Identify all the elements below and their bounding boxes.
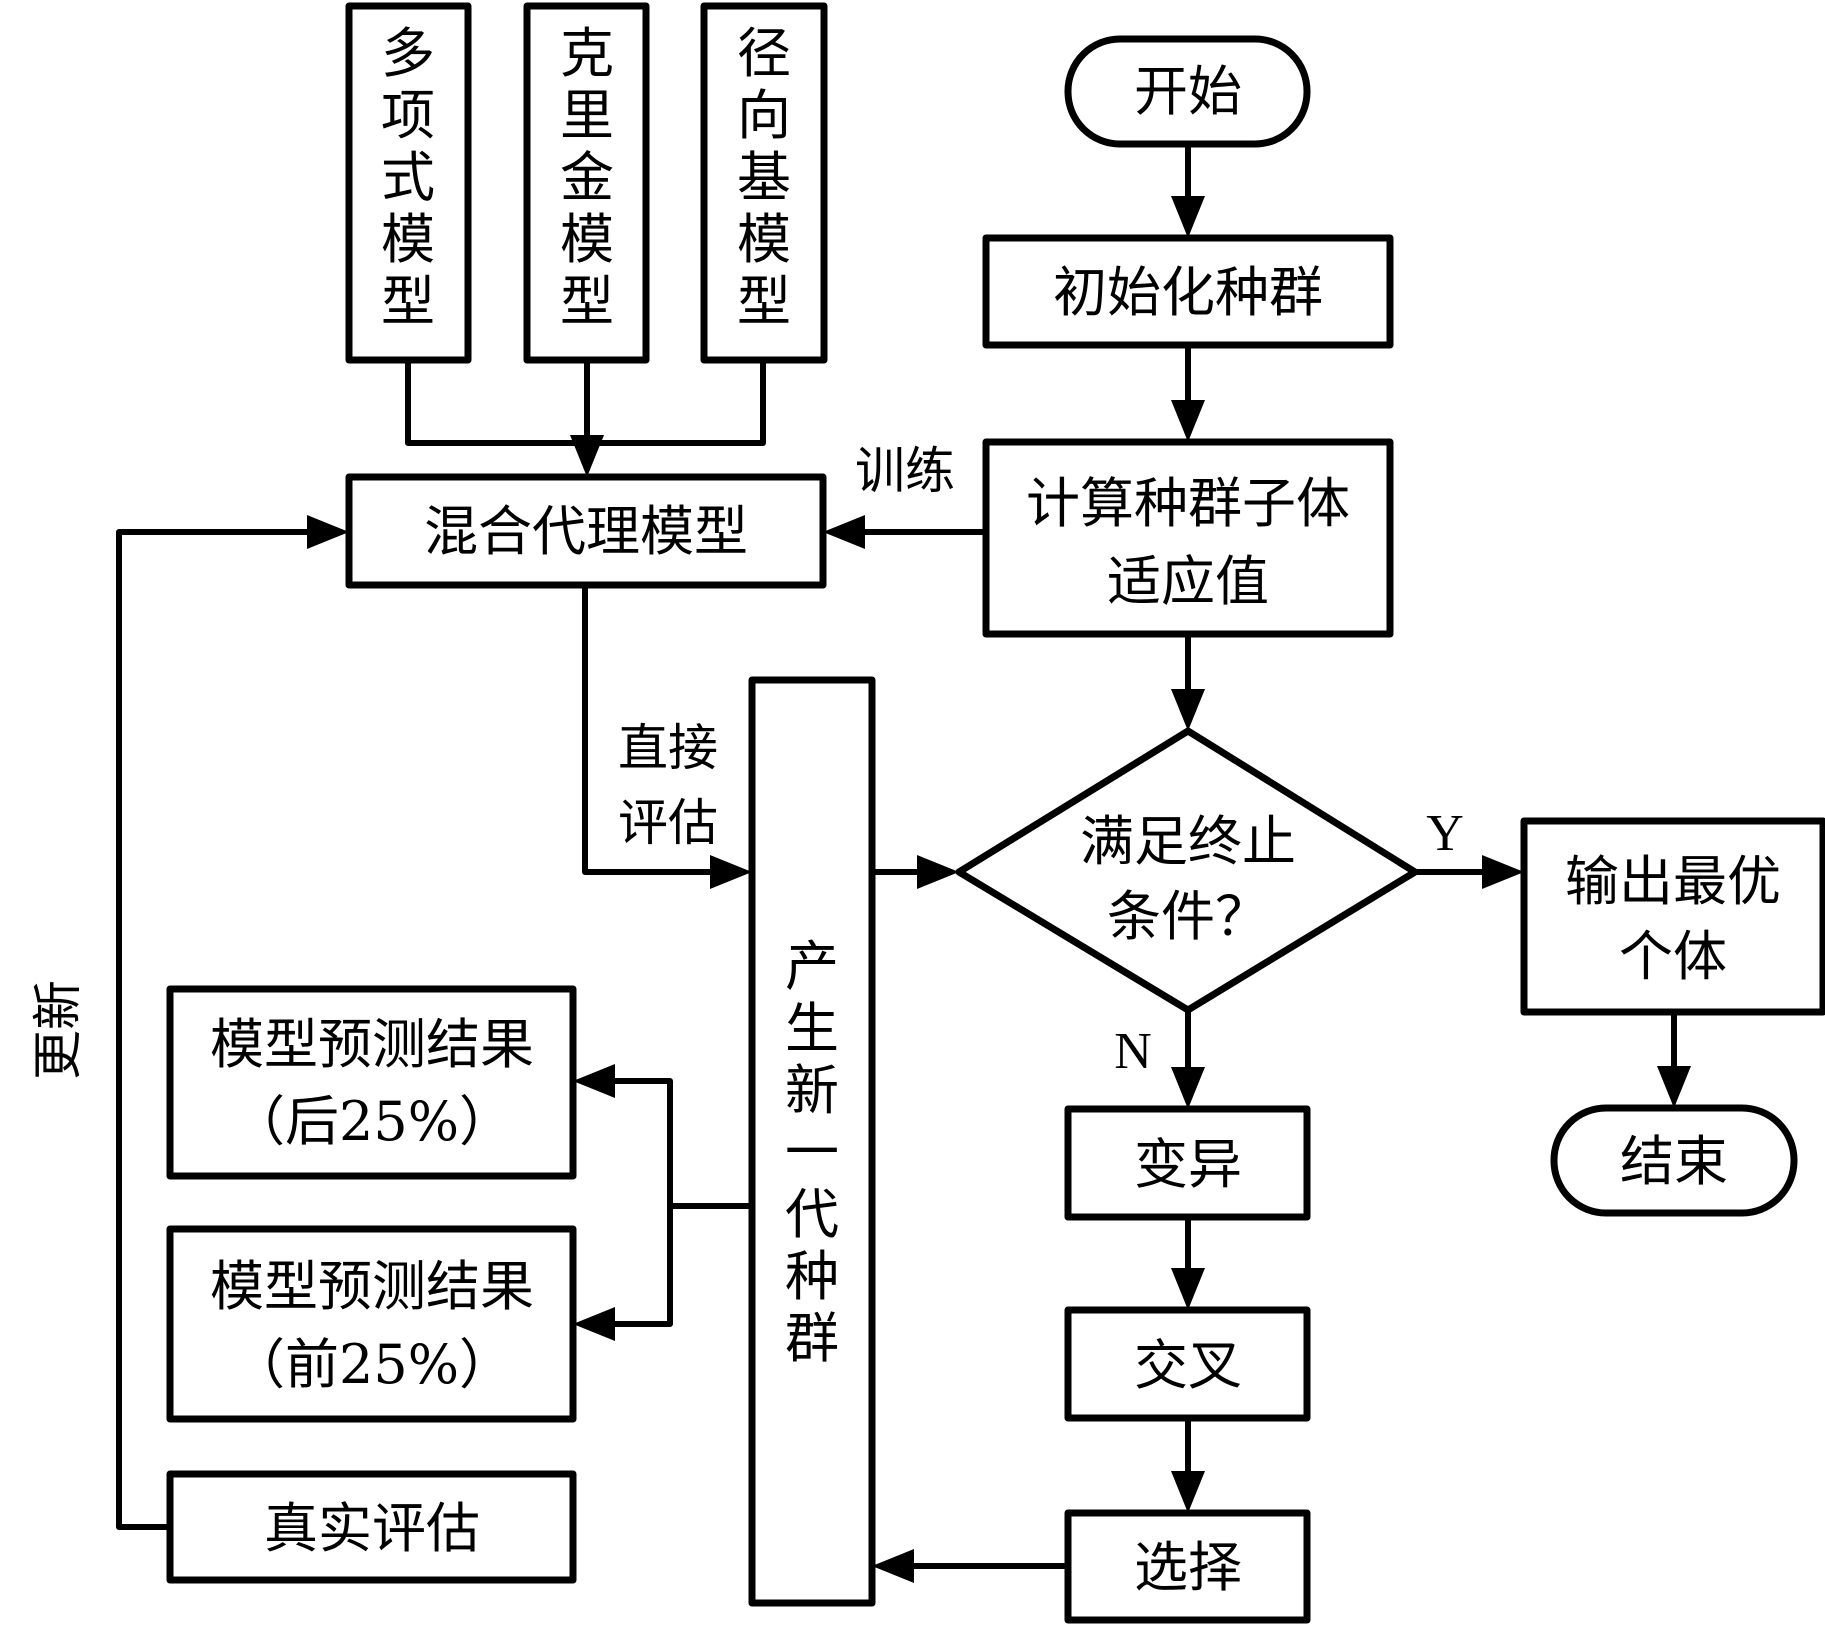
node-label: 条件？ [1107, 885, 1269, 948]
label-char: 生 [785, 997, 839, 1060]
node-crossover: 交叉 [1064, 1306, 1311, 1422]
edge-label-yes: Y [1426, 805, 1464, 862]
label-char: 模 [381, 208, 435, 271]
edge-selection-to-newgen [872, 1549, 1068, 1583]
node-selection: 选择 [1064, 1509, 1311, 1624]
label-char: 群 [785, 1307, 839, 1370]
node-init-population: 初始化种群 [982, 234, 1394, 349]
label-char: 里 [560, 84, 614, 147]
label-char: 式 [381, 146, 435, 209]
node-hybrid-model: 混合代理模型 [345, 473, 827, 589]
node-label: 多项式模型 [381, 22, 435, 333]
node-label: 变异 [1134, 1133, 1242, 1196]
node-label: 计算种群子体 [1026, 472, 1350, 535]
node-compute-fitness: 计算种群子体 适应值 [982, 438, 1394, 638]
arrowhead-icon [1171, 689, 1205, 731]
label-char: 克 [560, 22, 614, 85]
edge-fitness-to-check [1171, 634, 1205, 731]
label-char: 型 [381, 270, 435, 333]
node-mutation: 变异 [1064, 1105, 1311, 1221]
arrowhead-icon [823, 515, 865, 549]
edge-label-update: 更新 [29, 980, 87, 1080]
node-label: 交叉 [1134, 1334, 1242, 1397]
node-label: 满足终止 [1080, 810, 1296, 873]
edge-init-to-fitness [1171, 345, 1205, 442]
node-start: 开始 [1064, 35, 1311, 148]
edge-check-to-output [1415, 855, 1524, 889]
node-label: 初始化种群 [1053, 261, 1323, 324]
node-kriging-model: 克里金模型 [523, 2, 650, 364]
edge-realeval-to-hybrid [116, 515, 349, 1530]
label-char: 一 [785, 1121, 839, 1184]
node-prediction-top: 模型预测结果 （前25%） [166, 1225, 577, 1423]
edge-label-train: 训练 [855, 442, 955, 500]
arrowhead-icon [872, 1549, 914, 1583]
arrowhead-icon [1171, 1471, 1205, 1513]
node-label: 模型预测结果 [210, 1013, 534, 1076]
node-prediction-bottom: 模型预测结果 （后25%） [166, 985, 577, 1180]
node-label: 选择 [1134, 1536, 1242, 1599]
edge-newgen-to-check [872, 855, 959, 889]
node-new-generation: 产生新一代种群 [748, 676, 876, 1607]
label-char: 型 [737, 270, 791, 333]
label-char: 向 [737, 84, 791, 147]
label-char: 模 [560, 208, 614, 271]
node-label: 混合代理模型 [424, 500, 748, 563]
node-terminate-check: 满足终止 条件？ [955, 727, 1419, 1014]
node-label: 输出最优 [1565, 850, 1781, 913]
label-char: 径 [737, 22, 791, 85]
node-rbf-model: 径向基模型 [700, 2, 828, 364]
node-output-best: 输出最优 个体 [1520, 817, 1825, 1016]
arrowhead-icon [1171, 1268, 1205, 1310]
node-label: 径向基模型 [737, 22, 791, 333]
label-char: 多 [381, 22, 435, 85]
edge-mutation-to-crossover [1171, 1217, 1205, 1310]
node-label: 克里金模型 [560, 22, 614, 333]
label-char: 代 [785, 1183, 839, 1246]
node-label: （前25%） [231, 1333, 513, 1396]
node-label: （后25%） [231, 1090, 513, 1153]
node-label: 适应值 [1107, 550, 1269, 613]
edge-label-no: N [1114, 1023, 1152, 1080]
arrowhead-icon [1171, 400, 1205, 442]
label-char: 模 [737, 208, 791, 271]
label-char: 型 [560, 270, 614, 333]
arrowhead-icon [573, 1307, 615, 1341]
node-label: 开始 [1134, 60, 1242, 123]
node-end: 结束 [1550, 1104, 1798, 1217]
arrowhead-icon [570, 435, 604, 477]
edge-hybrid-to-newgen [582, 585, 752, 889]
arrowhead-icon [307, 515, 349, 549]
arrowhead-icon [1482, 855, 1524, 889]
edge-output-to-end [1657, 1012, 1691, 1108]
edge-crossover-to-selection [1171, 1418, 1205, 1513]
label-char: 金 [560, 146, 614, 209]
arrowhead-icon [710, 855, 752, 889]
arrowhead-icon [917, 855, 959, 889]
edge-label-direct-eval: 直接 [618, 719, 718, 777]
arrowhead-icon [1171, 196, 1205, 238]
arrowhead-icon [1171, 1067, 1205, 1109]
edge-label-direct-eval: 评估 [618, 794, 718, 852]
edge-start-to-init [1171, 144, 1205, 238]
node-label: 模型预测结果 [210, 1255, 534, 1318]
label-char: 项 [381, 84, 435, 147]
node-label: 产生新一代种群 [785, 935, 839, 1370]
label-char: 基 [737, 146, 791, 209]
label-char: 产 [785, 935, 839, 998]
label-char: 新 [785, 1059, 839, 1122]
arrowhead-icon [1657, 1066, 1691, 1108]
label-char: 种 [785, 1245, 839, 1308]
node-label: 真实评估 [264, 1497, 480, 1560]
node-label: 结束 [1620, 1130, 1728, 1193]
node-label: 个体 [1619, 925, 1727, 988]
arrowhead-icon [573, 1064, 615, 1098]
edge-newgen-to-predictions [573, 1064, 752, 1341]
node-real-eval: 真实评估 [166, 1470, 577, 1584]
node-poly-model: 多项式模型 [345, 2, 472, 364]
edge-check-to-mutation [1171, 1010, 1205, 1109]
edge-fitness-to-hybrid [823, 515, 986, 549]
edge-models-to-hybrid [405, 360, 766, 477]
